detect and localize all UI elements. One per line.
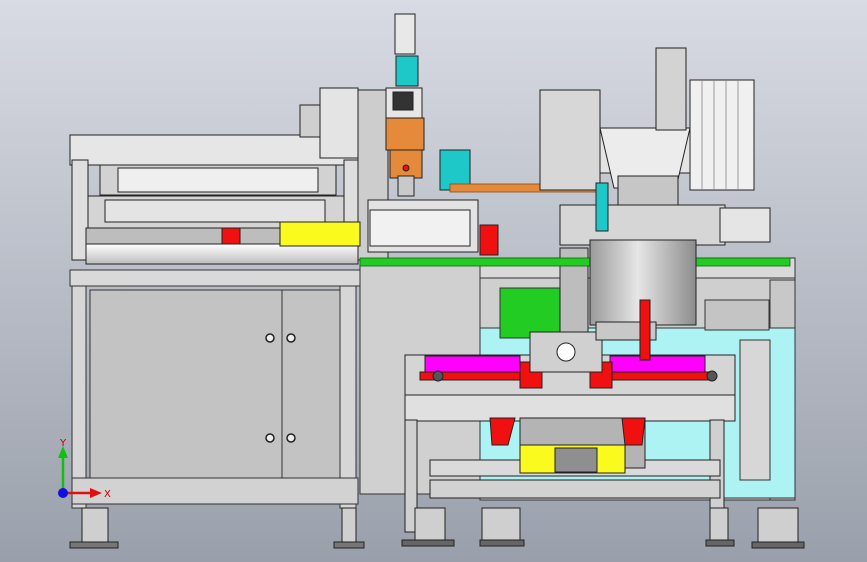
cart-feet	[401, 507, 805, 549]
y-axis-arrow	[58, 446, 68, 458]
x-axis-arrow	[90, 488, 102, 498]
center-bracket	[529, 247, 603, 373]
cabinet-door-knobs	[265, 333, 296, 443]
pink-rollers	[419, 355, 718, 389]
feed-roller	[85, 243, 359, 265]
z-axis-dot	[58, 488, 68, 498]
green-rail	[359, 257, 791, 267]
center-mechanism	[221, 87, 499, 261]
y-axis-label: Y	[59, 438, 67, 449]
x-axis-label: X	[104, 489, 111, 500]
press-tower	[385, 13, 425, 197]
left-gantry	[69, 134, 361, 261]
hopper-assembly	[539, 47, 771, 361]
left-cabinet	[69, 263, 481, 509]
axis-triad: X Y	[58, 438, 111, 500]
left-feet	[69, 507, 365, 549]
